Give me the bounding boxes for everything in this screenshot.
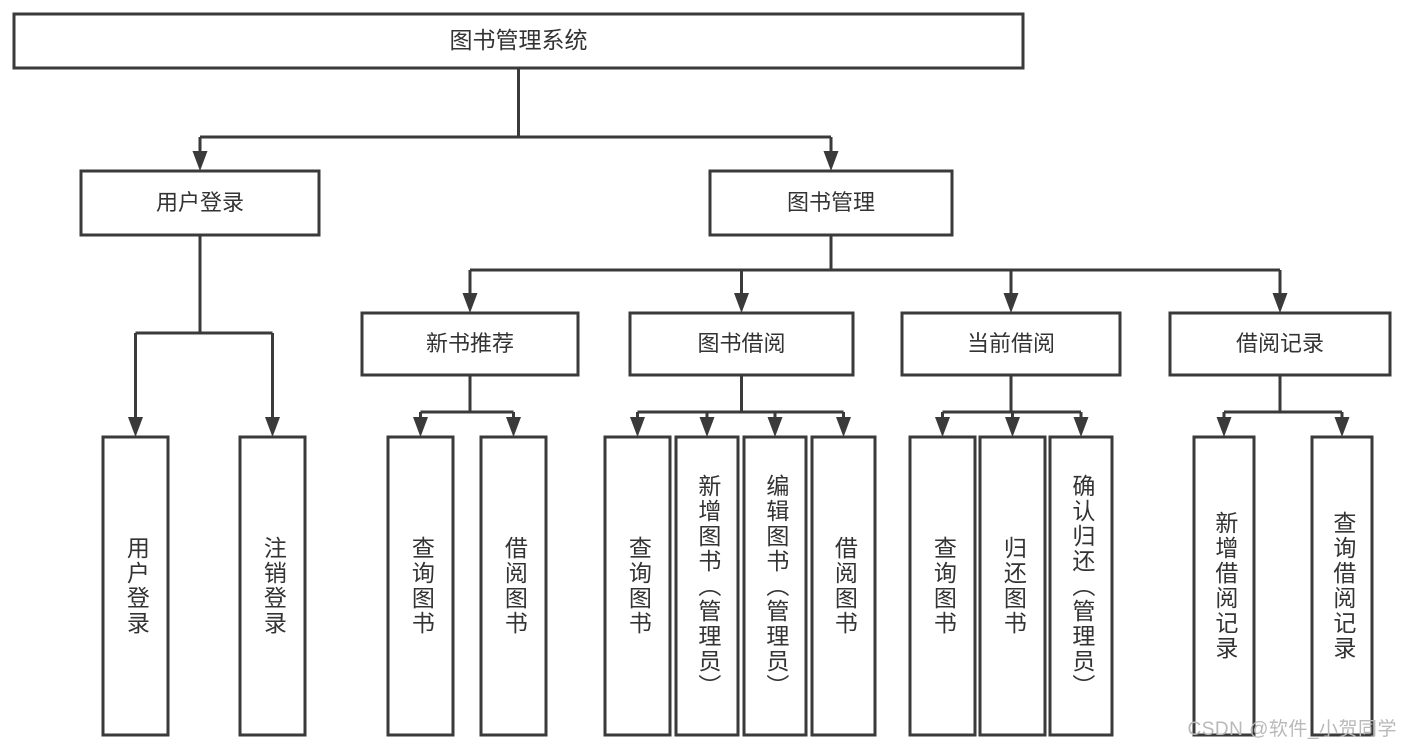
node-leaf-1[interactable] <box>238 435 307 737</box>
arrow-root-to-l2-0-head <box>192 151 208 171</box>
arrow-l3-2-to-leaf-1-head <box>1005 417 1020 437</box>
arrow-mgmt-to-l3-2-head <box>1003 293 1019 313</box>
node-leaf-3[interactable] <box>479 435 548 737</box>
node-level2-0[interactable] <box>79 169 321 237</box>
node-root-book-management-system[interactable] <box>12 12 1025 70</box>
arrow-l3-1-to-leaf-1-head <box>699 417 715 437</box>
arrow-mgmt-to-l3-3-head <box>1272 293 1288 313</box>
csdn-watermark: CSDN @软件_小贺同学 <box>1187 719 1397 740</box>
node-leaf-7[interactable] <box>810 435 877 737</box>
arrow-l3-0-to-leaf-0-head <box>413 417 428 437</box>
label-level3-3: 借阅记录 <box>1236 331 1324 356</box>
node-leaf-10[interactable] <box>1048 435 1114 737</box>
node-leaf-12[interactable] <box>1310 435 1374 737</box>
node-leaf-0[interactable] <box>101 435 170 737</box>
arrow-l3-2-to-leaf-0-head <box>935 417 950 437</box>
label-level2-1: 图书管理 <box>787 190 875 215</box>
node-leaf-8[interactable] <box>908 435 977 737</box>
node-leaf-9[interactable] <box>978 435 1047 737</box>
node-leaf-5[interactable] <box>674 435 740 737</box>
label-root-book-management-system: 图书管理系统 <box>450 27 588 53</box>
node-level3-3[interactable] <box>1168 311 1392 377</box>
label-level3-1: 图书借阅 <box>697 331 785 356</box>
node-leaf-4[interactable] <box>603 435 672 737</box>
box-layer <box>12 12 1392 737</box>
node-leaf-11[interactable] <box>1192 435 1256 737</box>
node-level3-1[interactable] <box>628 311 855 377</box>
node-level3-0[interactable] <box>360 311 580 377</box>
label-level2-0: 用户登录 <box>156 190 244 215</box>
node-level2-1[interactable] <box>708 169 954 237</box>
connector-layer <box>128 68 1350 437</box>
arrow-mgmt-to-l3-1-head <box>734 293 749 313</box>
node-leaf-2[interactable] <box>386 435 455 737</box>
arrow-l3-1-to-leaf-2-head <box>767 417 783 437</box>
label-level3-0: 新书推荐 <box>426 331 514 356</box>
arrow-l3-3-to-leaf-1-head <box>1334 417 1350 437</box>
arrow-l3-0-to-leaf-1-head <box>506 417 521 437</box>
arrow-login-to-leaf-0-head <box>128 417 143 437</box>
label-level3-2: 当前借阅 <box>967 331 1055 356</box>
arrow-root-to-l2-1-head <box>823 151 839 171</box>
arrow-l3-1-to-leaf-3-head <box>836 417 851 437</box>
arrow-l3-3-to-leaf-0-head <box>1216 417 1232 437</box>
arrow-l3-1-to-leaf-0-head <box>630 417 645 437</box>
node-leaf-6[interactable] <box>742 435 808 737</box>
arrow-mgmt-to-l3-0-head <box>462 293 478 313</box>
arrow-l3-2-to-leaf-2-head <box>1073 417 1089 437</box>
arrow-login-to-leaf-1-head <box>265 417 280 437</box>
node-level3-2[interactable] <box>900 311 1122 377</box>
